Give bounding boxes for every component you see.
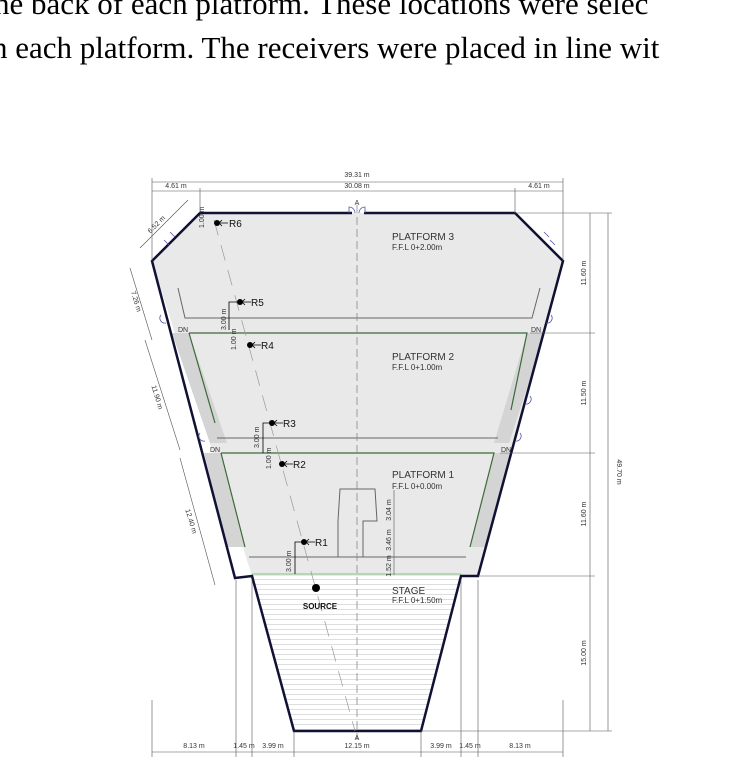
dim-right: 11.60 m	[581, 501, 588, 526]
dim-right: 11.60 m	[581, 260, 588, 285]
dim-right-width: 4.61 m	[528, 183, 550, 190]
platform-1-label: PLATFORM 1	[392, 470, 454, 481]
dim-bottom: 3.99 m	[430, 743, 452, 750]
svg-text:1.00 m: 1.00 m	[231, 328, 238, 350]
dim-bottom: 1.45 m	[233, 743, 255, 750]
source-label: SOURCE	[303, 602, 338, 611]
svg-text:R4: R4	[261, 341, 274, 352]
stage-ffl: F.F.L 0+1.50m	[392, 596, 443, 605]
receiver-r5: R5 3.00 m	[221, 298, 264, 330]
dim-bottom: 1.45 m	[459, 743, 481, 750]
svg-text:3.00 m: 3.00 m	[254, 426, 261, 448]
svg-text:3.00 m: 3.00 m	[221, 308, 228, 330]
dim-bottom: 12.15 m	[344, 743, 369, 750]
receiver-r1: R1 3.00 m	[286, 538, 328, 574]
svg-text:R3: R3	[283, 419, 296, 430]
platform-1-ffl: F.F.L 0+0.00m	[392, 482, 443, 491]
dim-right: 15.00 m	[581, 640, 588, 665]
stage-hatch	[252, 576, 461, 731]
dim-center: 3.04 m	[386, 499, 393, 521]
receiver-r6: R6 1.00 m	[199, 206, 242, 230]
svg-text:1.00 m: 1.00 m	[199, 206, 206, 228]
door-icons	[159, 206, 556, 442]
dim-left: 7.26 m	[129, 290, 142, 313]
side-stair	[494, 333, 545, 443]
platform-edges	[177, 287, 541, 558]
dim-center: 1.52 m	[386, 555, 393, 577]
dim-bottom: 3.99 m	[262, 743, 284, 750]
dim-right-total: 49.70 m	[615, 459, 622, 484]
dim-overall-width: 39.31 m	[344, 172, 369, 179]
dim-middle-width: 30.08 m	[344, 183, 369, 190]
dimension-lines	[129, 178, 612, 757]
source-marker	[312, 584, 320, 592]
stair-label: DN	[501, 447, 511, 454]
body-text-line: he back of each platform. These location…	[0, 0, 649, 21]
dim-left: 6.52 m	[147, 215, 167, 235]
dim-center: 3.46 m	[386, 529, 393, 551]
dim-bottom: 8.13 m	[183, 743, 205, 750]
side-stair	[470, 453, 512, 547]
body-text-line: n each platform. The receivers were plac…	[0, 30, 660, 65]
svg-text:3.00 m: 3.00 m	[286, 550, 293, 572]
side-stair	[204, 453, 245, 547]
receiver-line	[213, 219, 356, 732]
svg-text:R2: R2	[293, 460, 306, 471]
stair-label: DN	[210, 447, 220, 454]
platform-2-ffl: F.F.L 0+1.00m	[392, 363, 443, 372]
platform-2-label: PLATFORM 2	[392, 352, 454, 363]
svg-text:R1: R1	[315, 538, 328, 549]
stair-label: DN	[531, 327, 541, 334]
dim-left-width: 4.61 m	[165, 183, 187, 190]
platform-3-label: PLATFORM 3	[392, 232, 454, 243]
receiver-r3: R3 3.00 m	[254, 419, 296, 453]
section-marker: A	[355, 200, 360, 207]
section-marker: A	[355, 735, 360, 742]
dim-left: 11.90 m	[149, 385, 163, 411]
svg-text:1.00 m: 1.00 m	[266, 447, 273, 469]
auditorium-floor	[152, 213, 563, 576]
dim-left: 12.40 m	[183, 508, 197, 534]
platform-3-ffl: F.F.L 0+2.00m	[392, 243, 443, 252]
outer-wall	[150, 211, 565, 733]
dim-bottom: 8.13 m	[509, 743, 531, 750]
stair-label: DN	[178, 327, 188, 334]
stage-label: STAGE	[392, 586, 425, 597]
svg-text:R5: R5	[251, 298, 264, 309]
svg-text:R6: R6	[229, 219, 242, 230]
dim-right: 11.50 m	[581, 380, 588, 405]
receiver-r2: R2 1.00 m	[266, 447, 306, 471]
receiver-r4: R4 1.00 m	[231, 328, 274, 352]
